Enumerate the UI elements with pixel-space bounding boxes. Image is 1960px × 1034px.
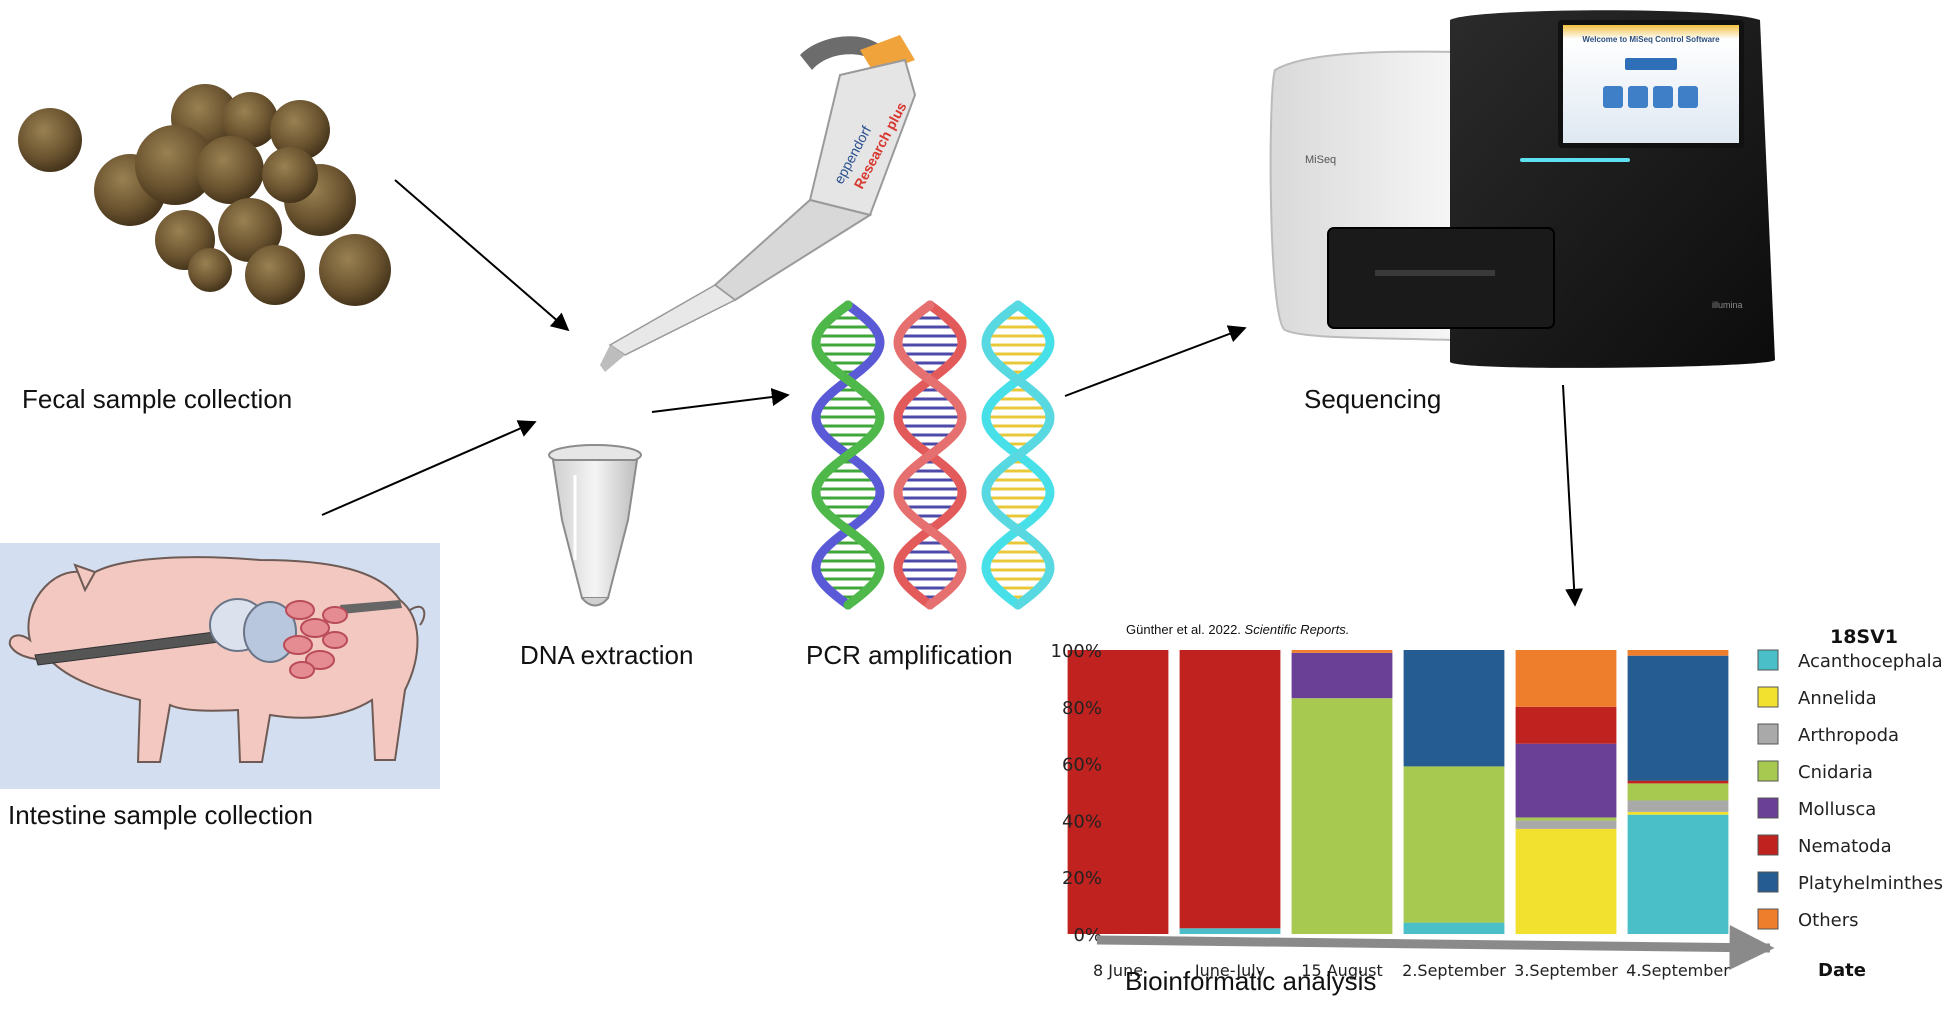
legend-label: Mollusca — [1798, 799, 1876, 820]
bar-segment — [1179, 650, 1281, 929]
label-dna-extraction: DNA extraction — [520, 640, 694, 670]
legend-swatch — [1757, 649, 1779, 671]
x-tick-label: 4.September — [1626, 961, 1730, 980]
legend-label: Others — [1798, 910, 1859, 931]
bar-segment — [1515, 820, 1617, 829]
fecal-pellets-image — [18, 84, 391, 306]
legend-swatch — [1757, 871, 1779, 893]
pig-intestine-image — [0, 543, 440, 789]
y-tick-label: 40% — [1062, 811, 1102, 832]
legend-swatch — [1757, 686, 1779, 708]
legend-label: Cnidaria — [1798, 762, 1873, 783]
chart-x-axis-arrow — [1096, 925, 1775, 971]
bar-segment — [1067, 650, 1169, 934]
x-tick-label: 3.September — [1514, 961, 1618, 980]
microtube-image — [548, 444, 642, 607]
legend-swatch — [1757, 797, 1779, 819]
label-bioinformatic-analysis: Bioinformatic analysis — [1125, 966, 1377, 996]
bar-segment — [1627, 800, 1729, 812]
bar-segment — [1291, 652, 1393, 699]
legend-title: 18SV1 — [1830, 626, 1898, 648]
label-sequencing: Sequencing — [1304, 384, 1442, 414]
legend-label: Nematoda — [1798, 836, 1892, 857]
dna-strand — [811, 300, 885, 610]
bar-segment — [1627, 780, 1729, 784]
label-fecal-sample-collection: Fecal sample collection — [22, 384, 293, 414]
label-intestine-sample-collection: Intestine sample collection — [8, 800, 313, 830]
citation-journal: Scientific Reports. — [1245, 622, 1350, 637]
bar-segment — [1291, 698, 1393, 934]
bar-segment — [1515, 828, 1617, 934]
chart-x-axis-label: Date — [1818, 960, 1866, 981]
x-tick-label: 8 June — [1093, 961, 1143, 980]
y-tick-label: 60% — [1062, 755, 1102, 776]
bar-segment — [1403, 766, 1505, 923]
arrow-pcr-to-sequencing — [1064, 325, 1247, 397]
bar-segment — [1515, 650, 1617, 707]
legend-swatch — [1757, 834, 1779, 856]
bar-segment — [1179, 928, 1281, 934]
chart-y-ticks: 0% 20% 40% 60% 80% 100% — [1051, 641, 1102, 946]
bar-segment — [1515, 706, 1617, 744]
sequencer-image: Welcome to MiSeq Control Software MiSeq … — [1269, 10, 1775, 368]
dna-helix-3-image — [981, 300, 1055, 610]
sequencer-brand-text: MiSeq — [1305, 154, 1336, 166]
pipette-image: eppendorf Research plus — [600, 35, 917, 372]
bar-segment — [1627, 650, 1729, 656]
legend-swatch — [1757, 723, 1779, 745]
chart-bars — [1067, 650, 1729, 934]
dna-strand — [893, 300, 967, 610]
sequencer-maker-text: illumina — [1712, 300, 1743, 310]
dna-helix-1-image — [811, 300, 885, 610]
chart-x-ticks: 8 June June-July 15 August 2.September 3.Sep… — [1093, 961, 1730, 980]
citation-authors: Günther et al. 2022. — [1126, 622, 1241, 637]
y-tick-label: 100% — [1051, 641, 1102, 662]
bar-segment — [1627, 783, 1729, 801]
stacked-bar-chart: Günther et al. 2022. Scientific Reports.… — [1051, 622, 1943, 981]
dna-strand — [981, 300, 1055, 610]
x-tick-label: 2.September — [1402, 961, 1506, 980]
bar-segment — [1627, 811, 1729, 815]
sequencer-screen-title: Welcome to MiSeq Control Software — [1582, 35, 1720, 44]
label-pcr-amplification: PCR amplification — [806, 640, 1013, 670]
bar-segment — [1403, 922, 1505, 934]
legend-swatch — [1757, 760, 1779, 782]
bar-segment — [1515, 743, 1617, 818]
legend-label: Arthropoda — [1798, 725, 1899, 746]
bar-segment — [1515, 817, 1617, 821]
bar-segment — [1291, 650, 1393, 653]
legend-swatch — [1757, 908, 1779, 930]
arrow-sequencing-to-analysis — [1562, 384, 1584, 607]
legend-label: Platyhelminthes — [1798, 873, 1943, 894]
bar-segment — [1403, 650, 1505, 767]
citation-text: Günther et al. 2022. Scientific Reports. — [1126, 622, 1349, 637]
legend-label: Annelida — [1798, 688, 1877, 709]
arrow-extraction-to-pcr — [651, 388, 790, 413]
bar-segment — [1627, 814, 1729, 934]
arrow-intestine-to-extraction — [321, 420, 537, 516]
dna-helix-2-image — [893, 300, 967, 610]
x-tick-label: 15 August — [1301, 961, 1382, 980]
y-tick-label: 20% — [1062, 868, 1102, 889]
y-tick-label: 0% — [1073, 925, 1102, 946]
chart-legend: 18SV1AcanthocephalaAnnelidaArthropodaCni… — [1757, 626, 1943, 931]
x-tick-label: June-July — [1194, 961, 1265, 980]
y-tick-label: 80% — [1062, 698, 1102, 719]
legend-label: Acanthocephala — [1798, 651, 1943, 672]
arrow-fecal-to-extraction — [394, 179, 570, 332]
bar-segment — [1627, 655, 1729, 781]
